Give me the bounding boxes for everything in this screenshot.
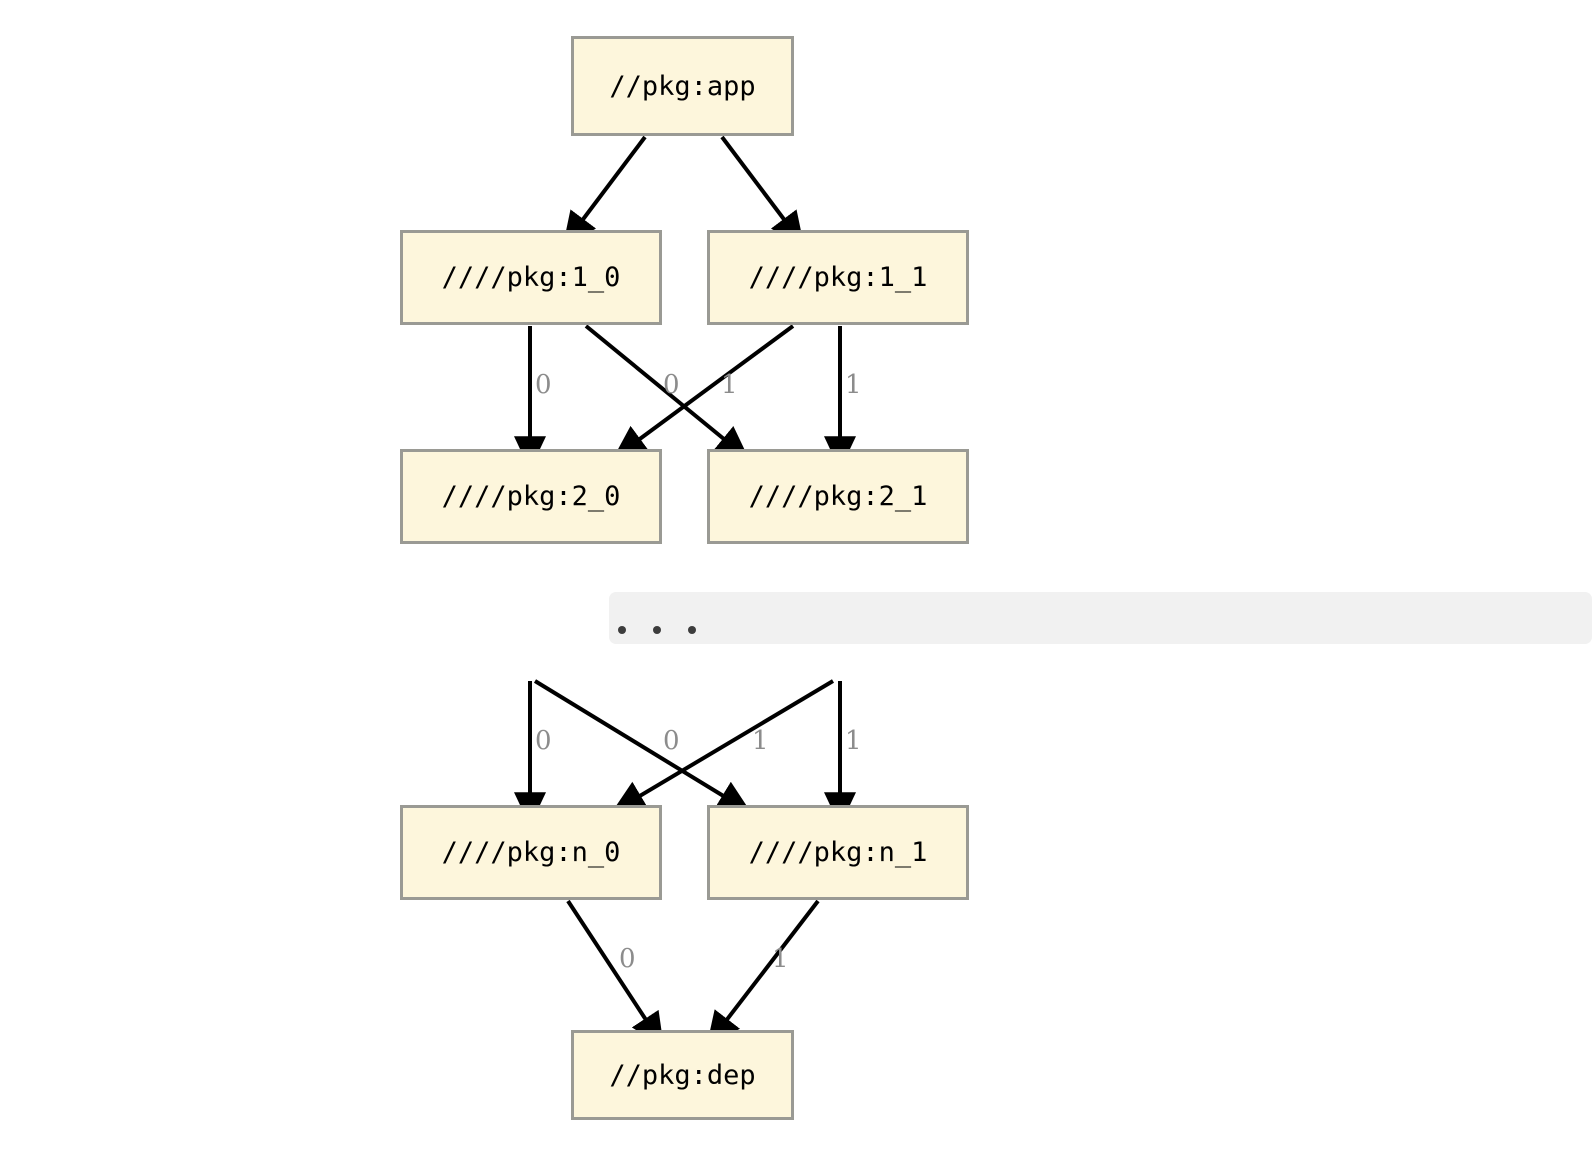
edge-label-to-n-0-cross: 1 — [752, 726, 769, 756]
node-label: ////pkg:1_0 — [441, 262, 621, 293]
truncation-band — [609, 592, 1592, 644]
graph-edge — [584, 324, 750, 460]
node-label: ////pkg:n_1 — [748, 837, 928, 868]
graph-edge — [612, 324, 795, 459]
node-label: ////pkg:2_0 — [441, 481, 621, 512]
edge-label-to-n-1-right: 1 — [845, 726, 862, 756]
graph-edge — [720, 135, 805, 247]
edge-label-n-0-to-dep: 0 — [619, 944, 636, 974]
edge-label-to-n-1-cross: 0 — [663, 726, 680, 756]
graph-node-n-1[interactable]: ////pkg:n_1 — [707, 805, 969, 900]
graph-node-n-0[interactable]: ////pkg:n_0 — [400, 805, 662, 900]
graph-node-dep[interactable]: //pkg:dep — [571, 1030, 794, 1120]
edge-label-to-n-0-left: 0 — [535, 726, 552, 756]
node-label: ////pkg:n_0 — [441, 837, 621, 868]
edge-label-1-1-to-2-0: 1 — [721, 370, 738, 400]
graph-edge — [562, 135, 647, 247]
edge-label-1-0-to-2-0: 0 — [535, 370, 552, 400]
ellipsis-dot — [618, 626, 626, 634]
graph-edge — [566, 899, 664, 1048]
node-label: //pkg:app — [609, 70, 756, 102]
graph-edge — [533, 679, 752, 814]
graph-node-1-0[interactable]: ////pkg:1_0 — [400, 230, 662, 325]
graph-node-1-1[interactable]: ////pkg:1_1 — [707, 230, 969, 325]
graph-node-2-1[interactable]: ////pkg:2_1 — [707, 449, 969, 544]
ellipsis-icon — [618, 626, 696, 634]
edge-label-n-1-to-dep: 1 — [772, 944, 789, 974]
graph-edge — [706, 899, 820, 1046]
node-label: ////pkg:2_1 — [748, 481, 928, 512]
edge-label-1-0-to-2-1: 0 — [663, 370, 680, 400]
graph-node-2-0[interactable]: ////pkg:2_0 — [400, 449, 662, 544]
node-label: //pkg:dep — [609, 1059, 756, 1091]
ellipsis-dot — [688, 626, 696, 634]
graph-node-app[interactable]: //pkg:app — [571, 36, 794, 136]
edge-label-1-1-to-2-1: 1 — [845, 370, 862, 400]
ellipsis-dot — [653, 626, 661, 634]
node-label: ////pkg:1_1 — [748, 262, 928, 293]
